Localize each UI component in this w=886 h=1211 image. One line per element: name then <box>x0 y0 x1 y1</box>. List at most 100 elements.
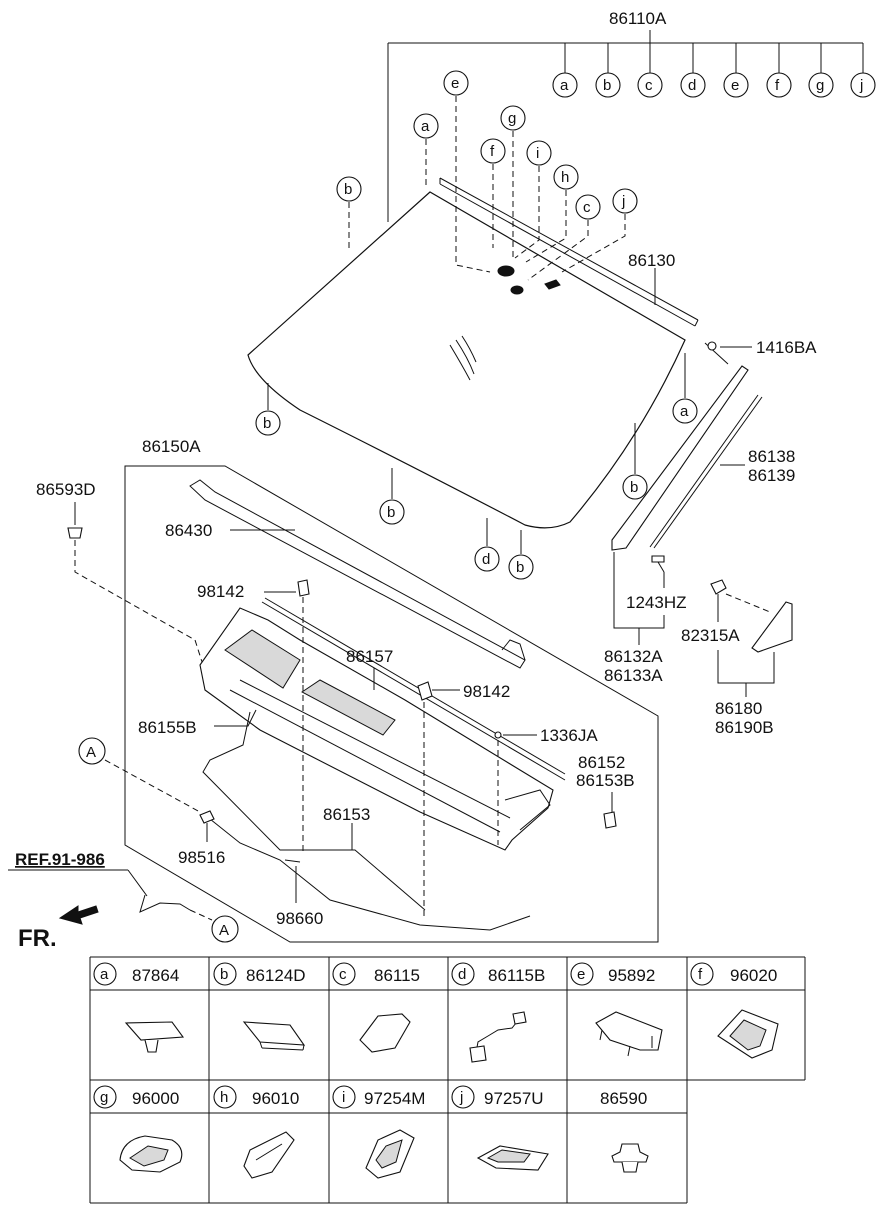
callout-e: e <box>731 77 739 94</box>
label-86157: 86157 <box>346 647 393 666</box>
top-callout-row: a b c d e f g j <box>552 72 876 98</box>
row1-letter-e: e <box>577 966 585 983</box>
cover-icon <box>603 811 617 829</box>
callout-a-right: a <box>680 403 689 420</box>
parts-table: a 87864 b 86124D c 86115 d 86115B e 9589… <box>89 956 806 1204</box>
row2-part-h: 96010 <box>252 1089 299 1108</box>
label-86153: 86153 <box>323 805 370 824</box>
part-86115-icon <box>359 1013 411 1053</box>
label-98142-b: 98142 <box>463 682 510 701</box>
callout-a: a <box>560 77 569 94</box>
callout-b-lower-mid: b <box>387 504 395 521</box>
label-1416BA: 1416BA <box>756 338 817 357</box>
callout-g: g <box>816 77 824 94</box>
callout-b-lower-right: b <box>630 479 638 496</box>
row2-part-g: 96000 <box>132 1089 179 1108</box>
label-86155B: 86155B <box>138 718 197 737</box>
label-86593D: 86593D <box>36 480 96 499</box>
callout-b: b <box>603 77 611 94</box>
row1-letter-c: c <box>339 966 347 983</box>
part-86124D-icon <box>242 1021 306 1046</box>
label-86133A: 86133A <box>604 666 663 685</box>
callout-glass-b-left: b <box>344 181 352 198</box>
row1-illustrations <box>124 1009 779 1063</box>
callout-glass-g: g <box>508 110 516 127</box>
callout-glass-e: e <box>451 75 459 92</box>
callout-A-left: A <box>86 744 96 761</box>
cowl-panel-group: 86150A 86430 86593D 86157 98142 98142 <box>36 437 659 943</box>
right-side-parts: 1416BA 86138 86139 1243HZ 86132A 86133A … <box>604 338 817 737</box>
row1-part-f: 96020 <box>730 966 777 985</box>
table-row-2: g 96000 h 96010 i 97254M j 97257U 86590 <box>93 1085 647 1109</box>
row1-part-d: 86115B <box>488 966 545 985</box>
row1-part-b: 86124D <box>246 966 306 985</box>
label-86132A: 86132A <box>604 647 663 666</box>
row2-letter-h: h <box>220 1089 228 1106</box>
row2-letter-i: i <box>342 1089 345 1106</box>
callout-d: d <box>688 77 696 94</box>
label-86430: 86430 <box>165 521 212 540</box>
row2-part-86590: 86590 <box>600 1089 647 1108</box>
callout-c: c <box>645 77 653 94</box>
callout-glass-c: c <box>583 199 591 216</box>
row2-illustrations <box>119 1129 649 1179</box>
rain-sensor-icon <box>497 265 515 277</box>
assembly-bracket: 86110A a b c d e f g j <box>387 9 876 222</box>
callout-b-bottom: b <box>516 559 524 576</box>
label-98660: 98660 <box>276 909 323 928</box>
part-87864-icon <box>124 1021 185 1041</box>
label-86180: 86180 <box>715 699 762 718</box>
table-row-1: a 87864 b 86124D c 86115 d 86115B e 9589… <box>93 962 777 986</box>
label-86150A: 86150A <box>142 437 201 456</box>
row2-part-i: 97254M <box>364 1089 425 1108</box>
callout-A-bottom: A <box>219 922 229 939</box>
sensor-cover-icon <box>544 279 561 290</box>
row1-part-c: 86115 <box>374 966 420 985</box>
label-86138: 86138 <box>748 447 795 466</box>
row1-part-e: 95892 <box>608 966 655 985</box>
callout-d-bottom: d <box>482 551 490 568</box>
callout-glass-h: h <box>561 169 569 186</box>
label-98516: 98516 <box>178 848 225 867</box>
label-86152: 86152 <box>578 753 625 772</box>
label-82315A: 82315A <box>681 626 740 645</box>
callout-b-lower-left: b <box>263 415 271 432</box>
nozzle-icon-2 <box>417 681 433 701</box>
glass-callouts: e a g f i h c j b b b b b d a <box>255 70 698 580</box>
callout-glass-f: f <box>490 143 495 160</box>
row1-letter-a: a <box>100 966 109 983</box>
callout-glass-a: a <box>421 118 430 135</box>
sensor-bracket-icon <box>510 285 524 295</box>
row2-part-j: 97257U <box>484 1089 544 1108</box>
label-86130: 86130 <box>628 251 675 270</box>
row2-letter-j: j <box>459 1089 463 1106</box>
label-86153B: 86153B <box>576 771 635 790</box>
label-98142-a: 98142 <box>197 582 244 601</box>
callout-f: f <box>775 77 780 94</box>
label-front: FR. <box>18 925 57 952</box>
callout-j: j <box>859 77 863 94</box>
part-96010-icon <box>243 1131 295 1179</box>
label-86139: 86139 <box>748 466 795 485</box>
part-86115B-connector-icon <box>469 1045 487 1063</box>
row1-letter-d: d <box>458 966 466 983</box>
label-1243HZ: 1243HZ <box>626 593 686 612</box>
clip-1336-icon <box>494 731 502 739</box>
callout-glass-j: j <box>621 193 625 210</box>
part-95892-icon <box>595 1011 663 1051</box>
row1-part-a: 87864 <box>132 966 179 985</box>
label-ref: REF.91-986 <box>15 850 105 869</box>
nozzle-icon-1 <box>297 579 310 597</box>
row2-letter-g: g <box>100 1089 108 1106</box>
valve-icon <box>199 810 215 824</box>
garnish-icon <box>751 601 793 653</box>
row1-letter-f: f <box>698 966 703 983</box>
clip-82315-icon <box>710 579 727 595</box>
part-87864-clip-icon <box>144 1039 159 1053</box>
callout-glass-i: i <box>536 145 539 162</box>
part-86115B-wire-icon <box>474 1017 521 1059</box>
windshield-glass: 86130 <box>247 177 699 529</box>
label-1336JA: 1336JA <box>540 726 598 745</box>
clip-86593-icon <box>67 527 83 539</box>
